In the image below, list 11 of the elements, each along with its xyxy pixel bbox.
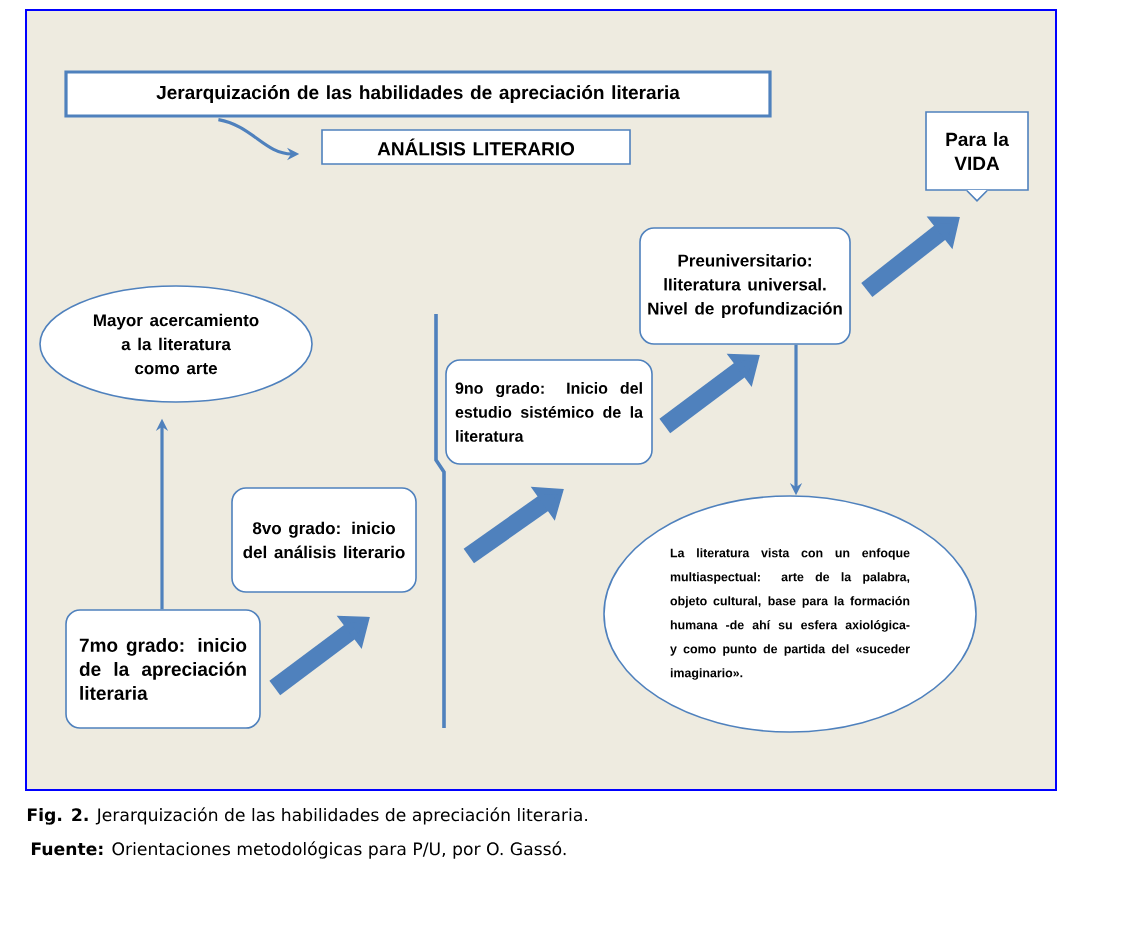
stage-box: Preuniversitario: lIiteratura universal. Nivel de profundización bbox=[639, 227, 851, 345]
source-note: Fuente: Orientaciones metodológicas para P/U, por O. Gassó. bbox=[31, 841, 566, 859]
stage-box: 7mo grado: inicio de la apreciación literaria bbox=[65, 609, 261, 729]
title-box: Jerarquización de las habilidades de apreciación literaria bbox=[64, 70, 772, 118]
callout-box: Para la VIDA bbox=[925, 111, 1029, 202]
stage-box: 9no grado: Inicio del estudio sistémico de la literatura bbox=[445, 359, 653, 465]
heading-box: ANÁLISIS LITERARIO bbox=[321, 129, 631, 165]
stage-box: 8vo grado: inicio del análisis literario bbox=[231, 487, 417, 593]
caption: Fig. 2. Jerarquización de las habilidades de apreciación literaria. bbox=[27, 807, 587, 825]
arrow bbox=[861, 216, 960, 298]
oval: Mayor acercamiento a la literatura como arte bbox=[39, 285, 313, 403]
